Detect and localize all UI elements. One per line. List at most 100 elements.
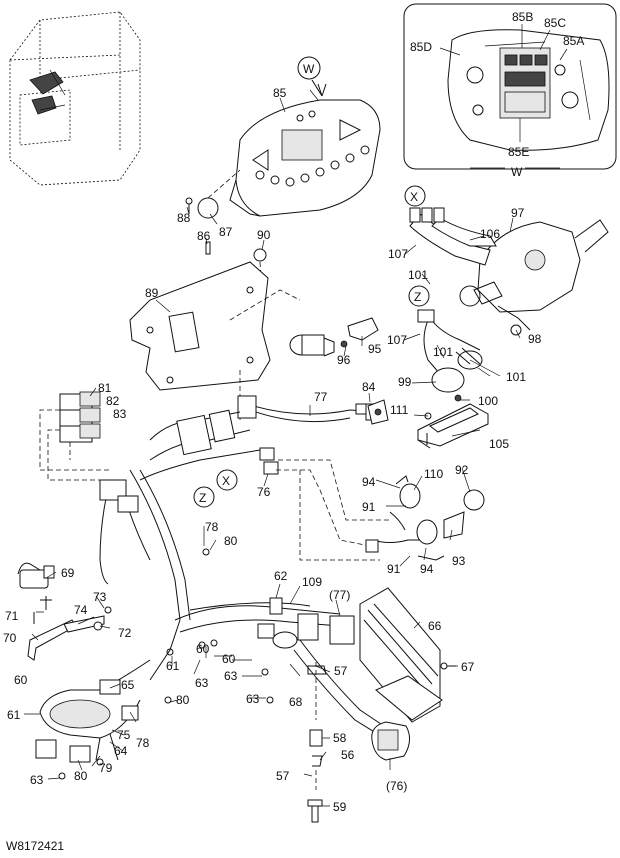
callout-57-top: 57 (334, 664, 348, 678)
callout-63-center: 63 (224, 669, 238, 683)
callout-71: 71 (5, 609, 19, 623)
callout-101-mid: 101 (433, 345, 453, 359)
callout-57-bottom: 57 (276, 769, 290, 783)
section-marker-x-mid (216, 469, 238, 491)
callout-86: 86 (197, 229, 211, 243)
callout-85: 85 (273, 86, 287, 100)
callout-72: 72 (118, 626, 132, 640)
leader-lines (24, 97, 521, 807)
callout-56: 56 (341, 748, 355, 762)
callout-111: 111 (390, 403, 409, 417)
callout-90: 90 (257, 228, 271, 242)
callout-59: 59 (333, 800, 347, 814)
section-marker-x-top-label: X (410, 190, 418, 204)
callout-96: 96 (337, 353, 351, 367)
small-bolts (58, 412, 432, 780)
callout-78-bottom: 78 (136, 736, 150, 750)
callout-89: 89 (145, 286, 159, 300)
callout-78-top: 78 (205, 520, 219, 534)
callout-60-left: 60 (14, 673, 28, 687)
callout-82: 82 (106, 394, 120, 408)
callout-77: 77 (314, 390, 328, 404)
callout-99: 99 (398, 375, 412, 389)
callout-94-bottom: 94 (420, 562, 434, 576)
callout-79: 79 (99, 761, 113, 775)
detail-view-w: 85B 85C 85A 85D 85E W (403, 3, 617, 179)
parts-69-74 (17, 562, 112, 661)
switches-91-94 (365, 475, 485, 561)
main-harness (35, 395, 391, 763)
pedal-66 (359, 587, 456, 723)
cab-location-thumbnail (9, 11, 141, 186)
callout-80-top: 80 (224, 534, 238, 548)
callout-80-bottom: 80 (74, 769, 88, 783)
routing-lines (276, 459, 390, 561)
bracket-105 (417, 403, 489, 449)
detail-callout-85c: 85C (544, 16, 566, 30)
callout-63-mid: 63 (195, 676, 209, 690)
callout-98: 98 (528, 332, 542, 346)
callout-105: 105 (489, 437, 509, 451)
switch-harness (417, 309, 483, 402)
view-marker-w-label: W (303, 62, 315, 76)
callout-63-bottom: 63 (30, 773, 44, 787)
callout-67: 67 (461, 660, 475, 674)
callout-68: 68 (289, 695, 303, 709)
section-marker-z-top (408, 285, 430, 307)
detail-view-label: W (511, 165, 523, 179)
screw-88-grommet-87 (185, 169, 241, 219)
callout-63-low: 63 (246, 692, 260, 706)
callout-101-right: 101 (506, 370, 526, 384)
callout-87: 87 (219, 225, 233, 239)
callout-91-top: 91 (362, 500, 376, 514)
callout-62: 62 (274, 569, 288, 583)
bolt-stack (307, 662, 327, 823)
callout-100: 100 (478, 394, 498, 408)
callout-76-ref: (76) (386, 779, 407, 793)
callout-93: 93 (452, 554, 466, 568)
callout-74: 74 (74, 603, 88, 617)
callout-107-mid: 107 (387, 333, 407, 347)
callout-91-bottom: 91 (387, 562, 401, 576)
section-marker-x-top (404, 185, 426, 207)
part-84 (367, 399, 389, 425)
callout-106: 106 (480, 227, 500, 241)
callout-65: 65 (121, 678, 135, 692)
bracket-89 (129, 261, 301, 420)
callout-81: 81 (98, 381, 112, 395)
callout-101-top: 101 (408, 268, 428, 282)
key-switch (289, 317, 379, 357)
control-lever-97 (409, 207, 609, 336)
callout-69: 69 (61, 566, 75, 580)
callout-60-right: 60 (222, 652, 236, 666)
callout-60-mid: 60 (196, 642, 210, 656)
callout-61-mid: 61 (166, 659, 180, 673)
drawing-id: W8172421 (6, 839, 64, 853)
callout-75: 75 (117, 728, 131, 742)
callout-61-left: 61 (7, 708, 21, 722)
callout-66: 66 (428, 619, 442, 633)
section-marker-z-mid-label: Z (199, 491, 206, 505)
callout-77-ref: (77) (329, 588, 350, 602)
callout-80-mid: 80 (176, 693, 190, 707)
callout-95: 95 (368, 342, 382, 356)
section-marker-z-mid (193, 486, 215, 508)
callout-84: 84 (362, 380, 376, 394)
callout-88: 88 (177, 211, 191, 225)
callout-76: 76 (257, 485, 271, 499)
sensor-76 (371, 721, 410, 761)
detail-callout-85d: 85D (410, 40, 432, 54)
section-marker-z-top-label: Z (414, 290, 421, 304)
parts-86-90 (205, 241, 267, 291)
view-marker-w (297, 56, 321, 80)
callout-70: 70 (3, 631, 17, 645)
callout-109: 109 (302, 575, 322, 589)
callout-73: 73 (93, 590, 107, 604)
callout-107-top: 107 (388, 247, 408, 261)
callout-labels: 85 88 87 86 90 89 97 106 107 101 98 107 … (3, 86, 542, 814)
detail-callout-85b: 85B (512, 10, 533, 24)
callout-110: 110 (424, 467, 443, 481)
detail-callout-85e: 85E (508, 145, 529, 159)
callout-64: 64 (114, 744, 128, 758)
